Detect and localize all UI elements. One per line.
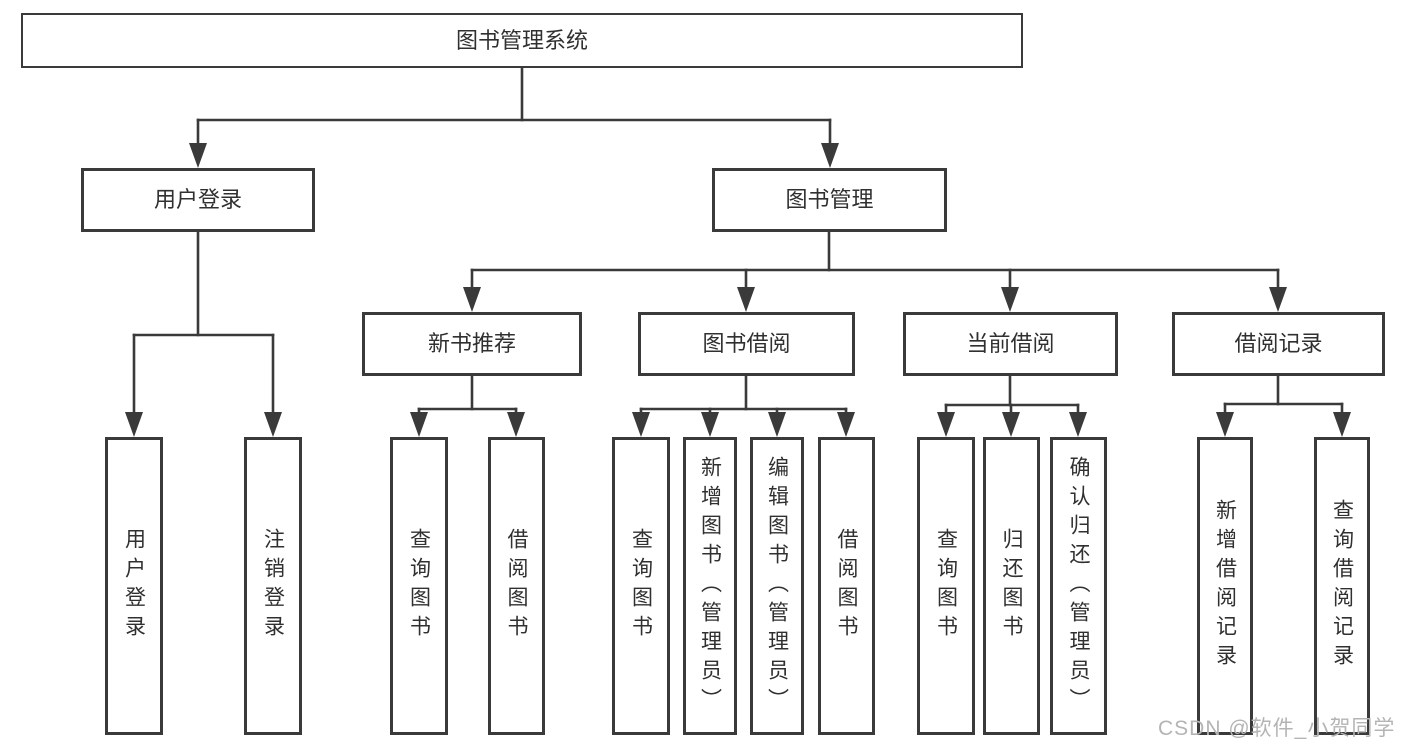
- arrow-down-icon: [264, 412, 282, 437]
- leaf-query-books-current: 查询图书: [917, 437, 975, 735]
- leaf-user-login: 用户登录: [105, 437, 163, 735]
- leaf-query-books-recommend: 查询图书: [390, 437, 448, 735]
- node-user-login: 用户登录: [81, 168, 315, 232]
- node-borrowing-records: 借阅记录: [1172, 312, 1385, 376]
- arrow-down-icon: [768, 412, 786, 437]
- connector-group: [1216, 374, 1351, 437]
- leaf-query-borrow-record: 查询借阅记录: [1314, 437, 1370, 735]
- leaf-return-books: 归还图书: [983, 437, 1040, 735]
- arrow-down-icon: [1269, 287, 1287, 312]
- leaf-borrow-books-recommend: 借阅图书: [488, 437, 545, 735]
- arrow-down-icon: [737, 287, 755, 312]
- arrow-down-icon: [821, 143, 839, 168]
- node-new-book-recommendation: 新书推荐: [362, 312, 582, 376]
- arrow-down-icon: [1001, 287, 1019, 312]
- arrow-down-icon: [1333, 412, 1351, 437]
- node-book-management: 图书管理: [712, 168, 947, 232]
- leaf-borrow-books: 借阅图书: [818, 437, 875, 735]
- leaf-query-books-borrow: 查询图书: [612, 437, 670, 735]
- watermark: CSDN @软件_小贺同学: [1158, 717, 1396, 740]
- leaf-logout: 注销登录: [244, 437, 302, 735]
- arrow-down-icon: [125, 412, 143, 437]
- arrow-down-icon: [937, 412, 955, 437]
- arrow-down-icon: [1216, 412, 1234, 437]
- node-current-borrowing: 当前借阅: [903, 312, 1118, 376]
- node-book-borrowing: 图书借阅: [638, 312, 855, 376]
- arrow-down-icon: [507, 412, 525, 437]
- arrow-down-icon: [701, 412, 719, 437]
- connector-group: [189, 66, 839, 168]
- connector-group: [125, 230, 282, 437]
- arrow-down-icon: [410, 412, 428, 437]
- arrow-down-icon: [632, 412, 650, 437]
- leaf-confirm-return-admin: 确认归还（管理员）: [1050, 437, 1107, 735]
- arrow-down-icon: [837, 412, 855, 437]
- leaf-add-books-admin: 新增图书（管理员）: [683, 437, 737, 735]
- connector-group: [410, 374, 525, 437]
- connector-group: [937, 374, 1087, 437]
- arrow-down-icon: [1069, 412, 1087, 437]
- arrow-down-icon: [1002, 412, 1020, 437]
- arrow-down-icon: [189, 143, 207, 168]
- node-library-system: 图书管理系统: [21, 13, 1023, 68]
- arrow-down-icon: [463, 287, 481, 312]
- connector-group: [463, 230, 1287, 312]
- leaf-edit-books-admin: 编辑图书（管理员）: [750, 437, 804, 735]
- leaf-add-borrow-record: 新增借阅记录: [1197, 437, 1253, 735]
- connector-group: [632, 374, 855, 437]
